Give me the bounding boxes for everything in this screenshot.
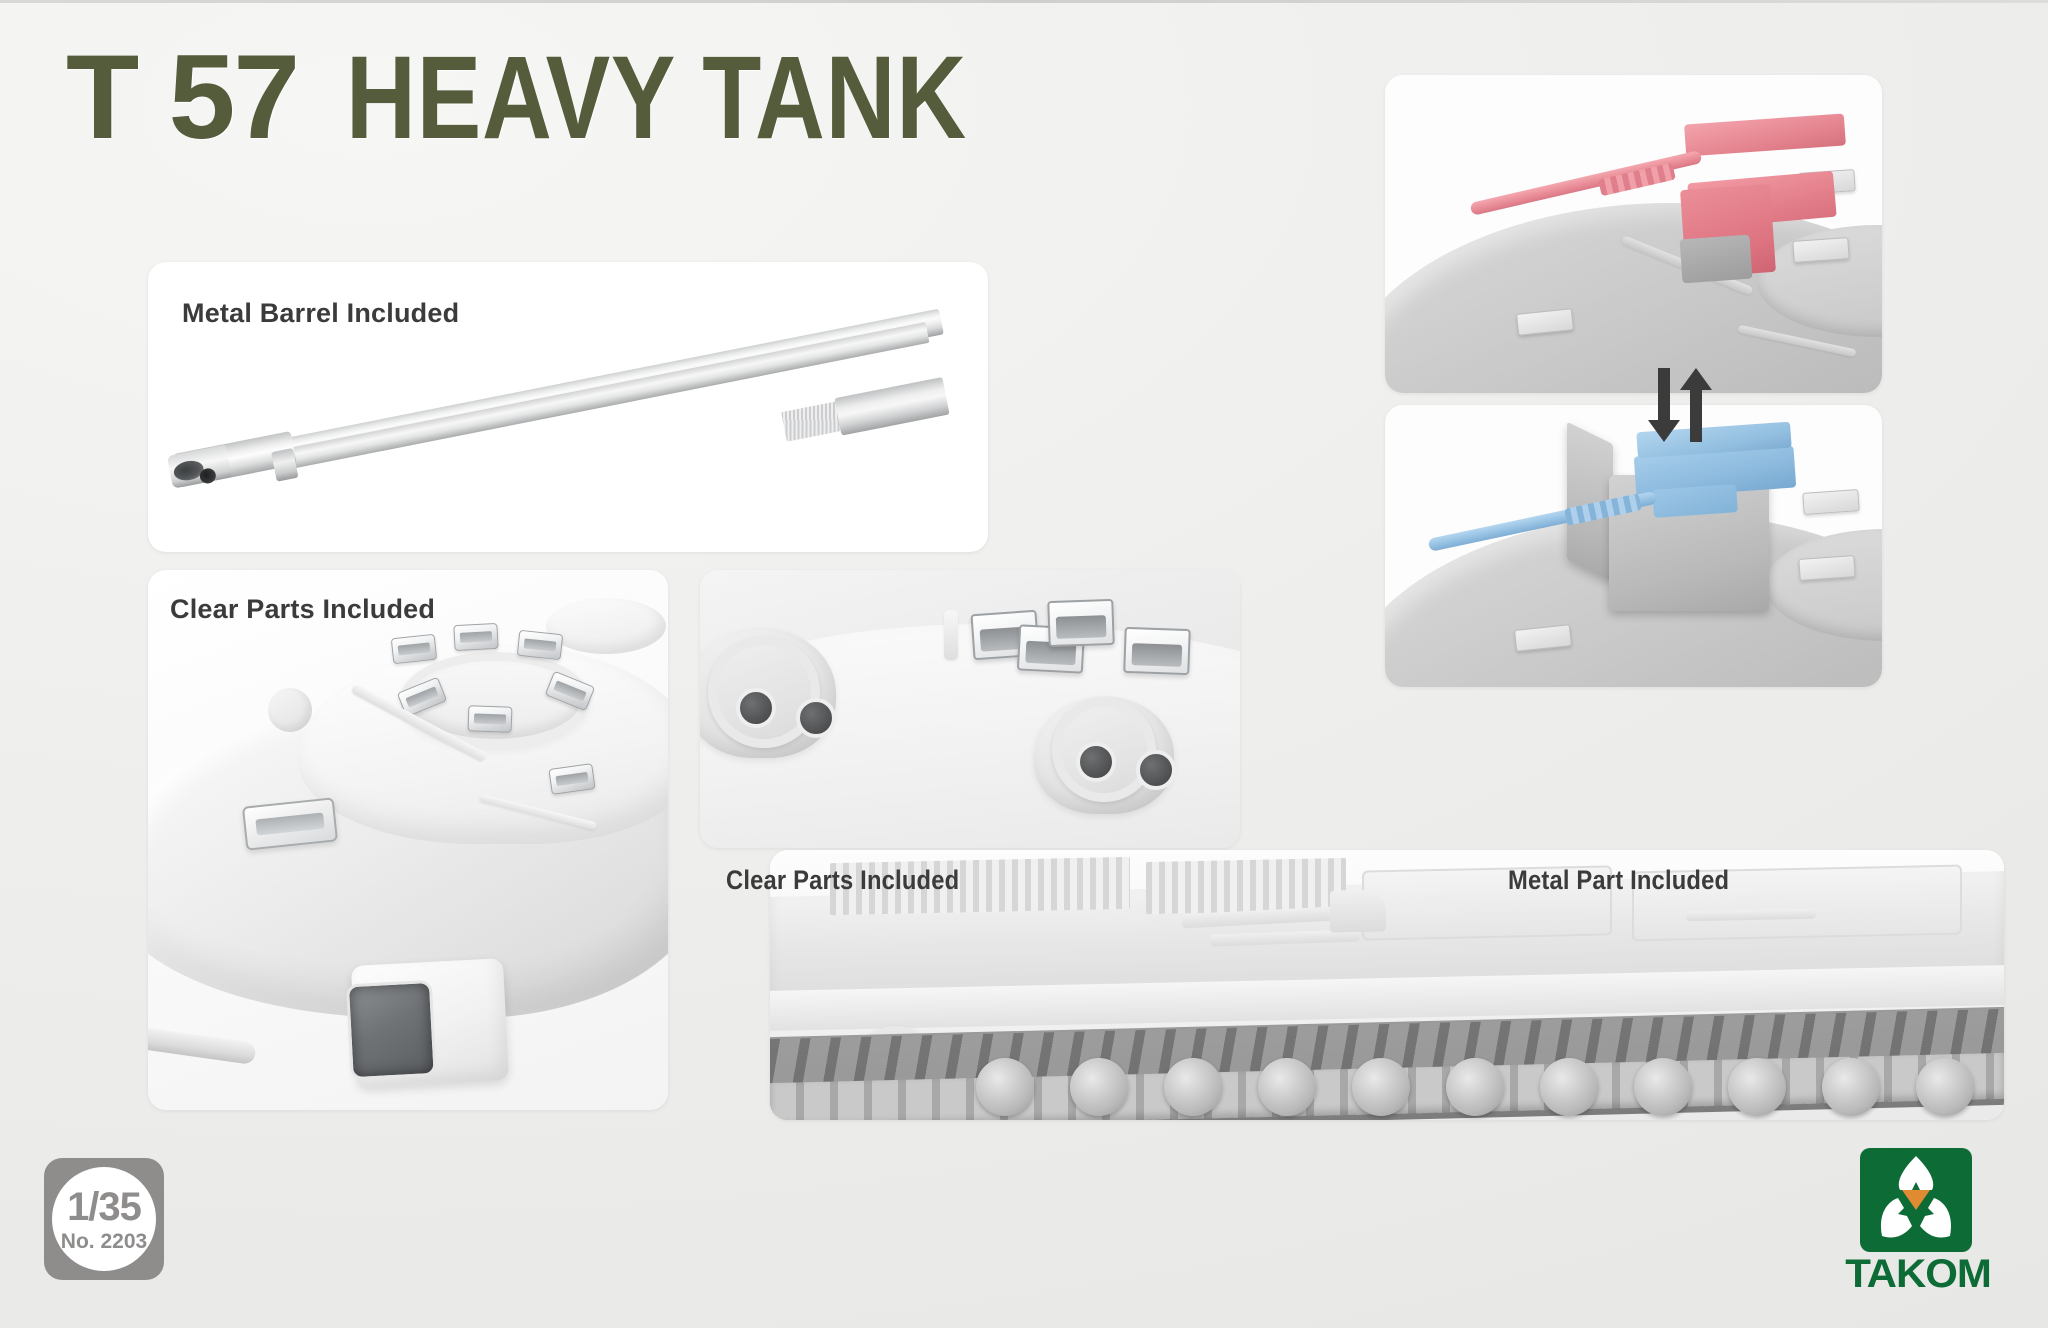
clear-parts-turret-panel: Clear Parts Included (148, 570, 668, 1110)
road-wheel (1916, 1058, 1974, 1116)
page-title: T 57 HEAVY TANK (66, 28, 1104, 166)
clear-periscope (516, 629, 564, 661)
clear-parts-turret-label: Clear Parts Included (170, 594, 436, 624)
road-wheel (1446, 1058, 1504, 1116)
gun-option-pink-panel (1385, 75, 1882, 393)
road-wheel (976, 1058, 1034, 1116)
clear-searchlight (345, 958, 510, 1088)
engine-deck-grille (1146, 857, 1346, 915)
scale-badge-circle: 1/35 No. 2203 (52, 1167, 156, 1271)
clear-parts-interior-panel (700, 570, 1240, 848)
turret-bustle-tube (148, 1020, 257, 1066)
logo-leaf-right-icon (1920, 1198, 1952, 1238)
arrow-down-icon (1648, 368, 1680, 442)
vision-block (1792, 237, 1850, 263)
gunner-elevation-wheel (708, 636, 820, 748)
clear-parts-interior-image (700, 570, 1240, 848)
logo-leaf-top-icon (1898, 1156, 1934, 1190)
clear-parts-turret-image (148, 570, 668, 1110)
stowed-shovel-blade (1330, 889, 1386, 933)
title-model-name: HEAVY TANK (346, 32, 968, 164)
road-wheel (1728, 1058, 1786, 1116)
title-model-code: T 57 (66, 30, 300, 164)
metal-part-label: Metal Part Included (1508, 865, 1730, 895)
assembly-swap-arrows (1648, 368, 1712, 444)
clear-parts-interior-label: Clear Parts Included (726, 865, 960, 895)
road-wheel (1164, 1058, 1222, 1116)
vision-block (1798, 555, 1856, 581)
interior-post (944, 610, 958, 660)
clear-periscope (390, 633, 438, 665)
clear-periscope (453, 622, 499, 652)
metal-barrel-panel: Metal Barrel Included (148, 262, 988, 552)
gun-option-blue-panel (1385, 405, 1882, 687)
takom-logo-mark (1860, 1148, 1972, 1252)
hull-track-image (770, 850, 2004, 1120)
mg-feed-tray (1652, 484, 1738, 518)
clear-periscope (1047, 598, 1115, 648)
mg-pintle-mount (1679, 234, 1753, 284)
barrel-tube-midsection (277, 322, 930, 471)
takom-wordmark: TAKOM (1845, 1252, 1992, 1296)
turret-rear-hatch (546, 598, 666, 654)
takom-logo: TAKOM (1838, 1148, 1998, 1296)
gun-option-pink-image (1385, 75, 1882, 393)
gun-option-blue-image (1385, 405, 1882, 687)
logo-triangle-icon (1902, 1190, 1930, 1210)
mg-top-cover (1684, 113, 1846, 157)
metal-part-hull-panel (770, 850, 2004, 1120)
turret-side-fitting (268, 688, 312, 732)
sight-lens (1076, 742, 1116, 782)
barrel-breech-end (834, 376, 950, 436)
metal-barrel-label: Metal Barrel Included (182, 298, 460, 328)
top-edge-line (0, 0, 2048, 3)
clear-periscope (467, 705, 513, 733)
searchlight-lens (345, 979, 437, 1081)
sight-lens (736, 688, 776, 728)
road-wheel (1352, 1058, 1410, 1116)
kit-number: No. 2203 (60, 1229, 148, 1253)
sight-lens (796, 698, 836, 738)
scale-value: 1/35 (67, 1184, 142, 1229)
road-wheel (1540, 1058, 1598, 1116)
sight-lens (1136, 750, 1176, 790)
logo-leaf-left-icon (1880, 1198, 1912, 1238)
clear-periscope (1123, 626, 1191, 676)
road-wheel (1070, 1058, 1128, 1116)
arrow-up-icon (1680, 368, 1712, 442)
road-wheel (1258, 1058, 1316, 1116)
vision-block (1802, 489, 1860, 515)
road-wheel (1634, 1058, 1692, 1116)
scale-badge: 1/35 No. 2203 (44, 1158, 164, 1280)
road-wheel (1822, 1058, 1880, 1116)
